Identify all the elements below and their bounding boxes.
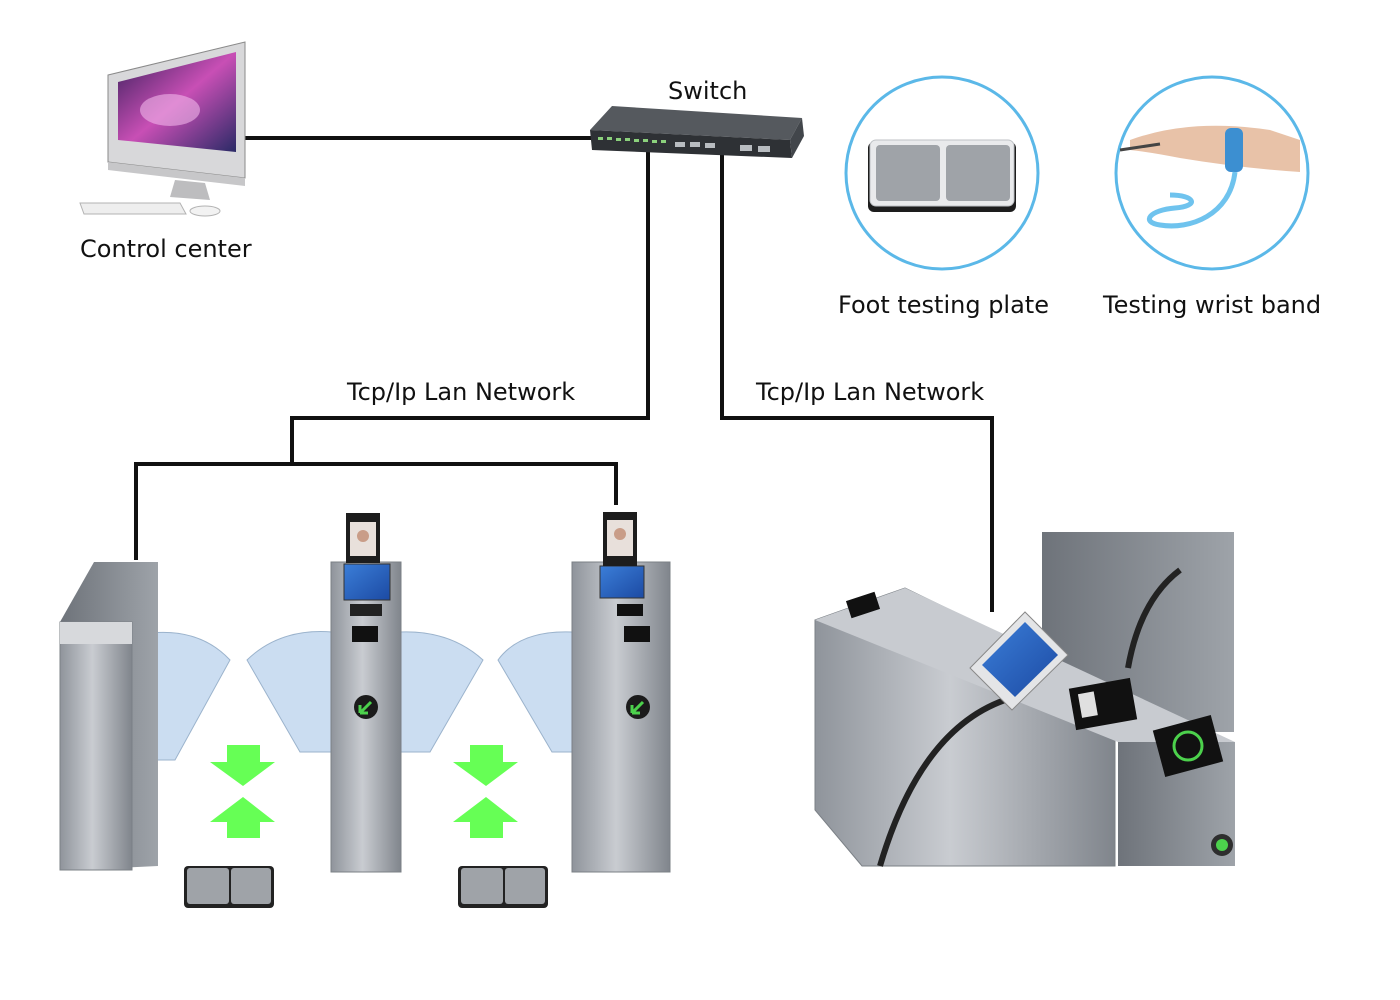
turnstile-cabinet-1 (59, 562, 158, 871)
network-label-right: Tcp/Ip Lan Network (755, 378, 984, 406)
turnstile-cabinet-2 (330, 513, 402, 873)
line-switch-to-right-gate (720, 152, 994, 612)
control-center-label: Control center (80, 235, 252, 263)
flap-barrier-turnstile-left-group (59, 512, 671, 908)
turnstile-cabinet-3 (571, 512, 671, 873)
glass-flap (497, 631, 573, 753)
line-left-gate-bus (134, 462, 618, 560)
network-switch-icon (590, 106, 804, 158)
imac-computer-icon (79, 41, 246, 217)
line-switch-to-left-gates (290, 152, 650, 464)
glass-flap (149, 631, 231, 761)
glass-flap (399, 631, 484, 753)
wrist-band-label: Testing wrist band (1102, 291, 1321, 319)
foot-plate-label: Foot testing plate (838, 291, 1049, 319)
switch-label: Switch (668, 77, 747, 105)
network-label-left: Tcp/Ip Lan Network (346, 378, 575, 406)
glass-flap (246, 631, 333, 753)
foot-testing-plate-floor (184, 866, 548, 908)
connection-lines (134, 136, 994, 612)
wrist-band-icon (1114, 75, 1310, 271)
foot-testing-plate-icon (844, 75, 1040, 271)
green-arrow-icon (210, 745, 518, 838)
flap-barrier-turnstile-right (814, 532, 1235, 867)
